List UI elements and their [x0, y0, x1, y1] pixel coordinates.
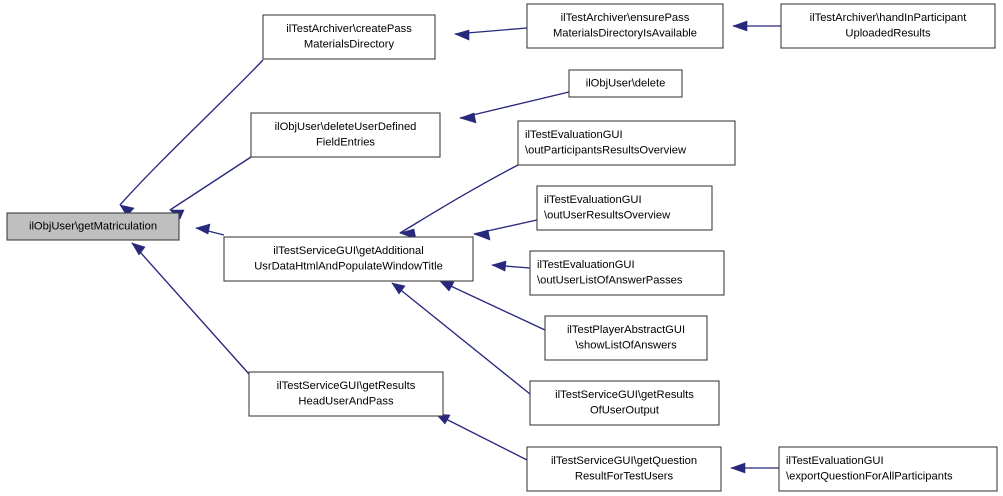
node-ensurePassMaterialsDirectoryIsAvailable[interactable]: ilTestArchiver\ensurePassMaterialsDirect… — [526, 3, 724, 49]
node-outUserResultsOverview[interactable]: ilTestEvaluationGUI \outUserResultsOvervi… — [536, 185, 713, 231]
arrowhead-icon — [131, 242, 146, 256]
edge-line — [131, 242, 250, 375]
edge-getResultsHeadUserAndPass-to-getMatriculation — [131, 242, 250, 375]
node-box[interactable] — [6, 212, 180, 241]
edge-getQuestionResultForTestUsers-to-getResultsHeadUserAndPass — [435, 413, 528, 461]
edge-showListOfAnswers-to-getAdditionalUsrDataHtmlAndPopulateWindowTitle — [439, 280, 546, 331]
node-handInParticipantUploadedResults[interactable]: ilTestArchiver\handInParticipantUploaded… — [780, 3, 996, 49]
node-showListOfAnswers[interactable]: ilTestPlayerAbstractGUI \showListOfAnswer… — [544, 315, 708, 361]
edge-line — [399, 164, 519, 234]
edge-line — [119, 59, 264, 206]
edge-ensurePassMaterialsDirectoryIsAvailable-to-createPassMaterialsDirectory — [454, 27, 528, 41]
node-label-line: UsrDataHtmlAndPopulateWindowTitle — [254, 261, 443, 273]
edge-createPassMaterialsDirectory-to-getMatriculation — [119, 59, 264, 217]
node-label-line: ilTestServiceGUI\getResults — [555, 389, 694, 401]
node-label-line: ilTestArchiver\ensurePass — [561, 12, 690, 24]
node-box[interactable] — [262, 14, 436, 60]
node-label-line: \showListOfAnswers — [575, 340, 677, 352]
edge-line — [439, 280, 546, 331]
node-label-line: \outParticipantsResultsOverview — [525, 145, 687, 157]
arrowhead-icon — [391, 282, 406, 295]
node-box[interactable] — [780, 3, 996, 49]
edge-handInParticipantUploadedResults-to-ensurePassMaterialsDirectoryIsAvailable — [732, 20, 781, 32]
node-box[interactable] — [526, 446, 722, 492]
node-label-line: ilTestArchiver\handInParticipant — [810, 12, 968, 24]
node-label-line: ResultForTestUsers — [575, 471, 674, 483]
node-label-line: ilObjUser\delete — [586, 77, 666, 89]
node-getResultsHeadUserAndPass[interactable]: ilTestServiceGUI\getResultsHeadUserAndPa… — [248, 371, 444, 417]
node-box[interactable] — [536, 185, 713, 231]
node-label-line: ilTestEvaluationGUI — [544, 194, 642, 206]
node-exportQuestionForAllParticipants[interactable]: ilTestEvaluationGUI \exportQuestionForAll… — [778, 446, 998, 492]
node-box[interactable] — [544, 315, 708, 361]
node-box[interactable] — [568, 69, 683, 98]
node-createPassMaterialsDirectory[interactable]: ilTestArchiver\createPassMaterialsDirect… — [262, 14, 436, 60]
arrowhead-icon — [730, 462, 746, 474]
node-label-line: \outUserResultsOverview — [544, 210, 671, 222]
edge-line — [169, 156, 252, 211]
arrowhead-icon — [439, 280, 455, 292]
node-label-line: UploadedResults — [845, 28, 931, 40]
edge-delete-to-deleteUserDefinedFieldEntries — [459, 91, 570, 124]
node-outUserListOfAnswerPasses[interactable]: ilTestEvaluationGUI \outUserListOfAnswerP… — [529, 250, 725, 296]
edge-exportQuestionForAllParticipants-to-getQuestionResultForTestUsers — [730, 462, 779, 474]
node-label-line: \exportQuestionForAllParticipants — [786, 471, 953, 483]
arrowhead-icon — [732, 20, 748, 32]
node-getMatriculation[interactable]: ilObjUser\getMatriculation — [6, 212, 180, 241]
node-label-line: HeadUserAndPass — [298, 396, 394, 408]
nodes-layer: ilObjUser\getMatriculation ilTestArchiver… — [6, 3, 998, 492]
node-box[interactable] — [529, 380, 720, 426]
edge-getAdditionalUsrDataHtmlAndPopulateWindowTitle-to-getMatriculation — [195, 223, 225, 236]
arrowhead-icon — [473, 229, 491, 241]
node-label-line: ilObjUser\getMatriculation — [29, 220, 157, 232]
edge-line — [391, 282, 531, 395]
node-box[interactable] — [526, 3, 724, 49]
node-delete[interactable]: ilObjUser\delete — [568, 69, 683, 98]
node-box[interactable] — [248, 371, 444, 417]
node-label-line: ilTestEvaluationGUI — [525, 129, 623, 141]
arrowhead-icon — [459, 112, 477, 124]
edge-deleteUserDefinedFieldEntries-to-getMatriculation — [169, 156, 252, 220]
node-label-line: ilTestEvaluationGUI — [786, 455, 884, 467]
node-box[interactable] — [517, 120, 736, 166]
arrowhead-icon — [454, 29, 470, 41]
node-label-line: ilTestPlayerAbstractGUI — [567, 324, 685, 336]
arrowhead-icon — [119, 204, 135, 217]
node-label-line: ilTestServiceGUI\getQuestion — [551, 455, 697, 467]
node-label-line: \outUserListOfAnswerPasses — [537, 275, 683, 287]
node-label-line: FieldEntries — [316, 137, 375, 149]
node-label-line: ilTestServiceGUI\getAdditional — [273, 245, 423, 257]
edge-getResultsOfUserOutput-to-getAdditionalUsrDataHtmlAndPopulateWindowTitle — [391, 282, 531, 395]
node-label-line: MaterialsDirectory — [304, 39, 395, 51]
arrowhead-icon — [195, 223, 211, 235]
node-box[interactable] — [529, 250, 725, 296]
edge-line — [435, 413, 528, 461]
arrowhead-icon — [491, 260, 507, 272]
node-label-line: MaterialsDirectoryIsAvailable — [553, 28, 697, 40]
node-label-line: ilObjUser\deleteUserDefined — [275, 121, 417, 133]
edge-outUserResultsOverview-to-getAdditionalUsrDataHtmlAndPopulateWindowTitle — [473, 219, 538, 241]
node-label-line: ilTestArchiver\createPass — [286, 23, 412, 35]
node-getAdditionalUsrDataHtmlAndPopulateWindowTitle[interactable]: ilTestServiceGUI\getAdditionalUsrDataHtm… — [223, 236, 474, 282]
node-label-line: ilTestServiceGUI\getResults — [277, 380, 416, 392]
node-getQuestionResultForTestUsers[interactable]: ilTestServiceGUI\getQuestionResultForTes… — [526, 446, 722, 492]
node-label-line: OfUserOutput — [590, 405, 660, 417]
edge-outUserListOfAnswerPasses-to-getAdditionalUsrDataHtmlAndPopulateWindowTitle — [491, 260, 531, 272]
edge-line — [459, 91, 570, 119]
node-box[interactable] — [223, 236, 474, 282]
node-box[interactable] — [778, 446, 998, 492]
node-box[interactable] — [250, 112, 441, 158]
node-label-line: ilTestEvaluationGUI — [537, 259, 635, 271]
node-outParticipantsResultsOverview[interactable]: ilTestEvaluationGUI \outParticipantsResul… — [517, 120, 736, 166]
